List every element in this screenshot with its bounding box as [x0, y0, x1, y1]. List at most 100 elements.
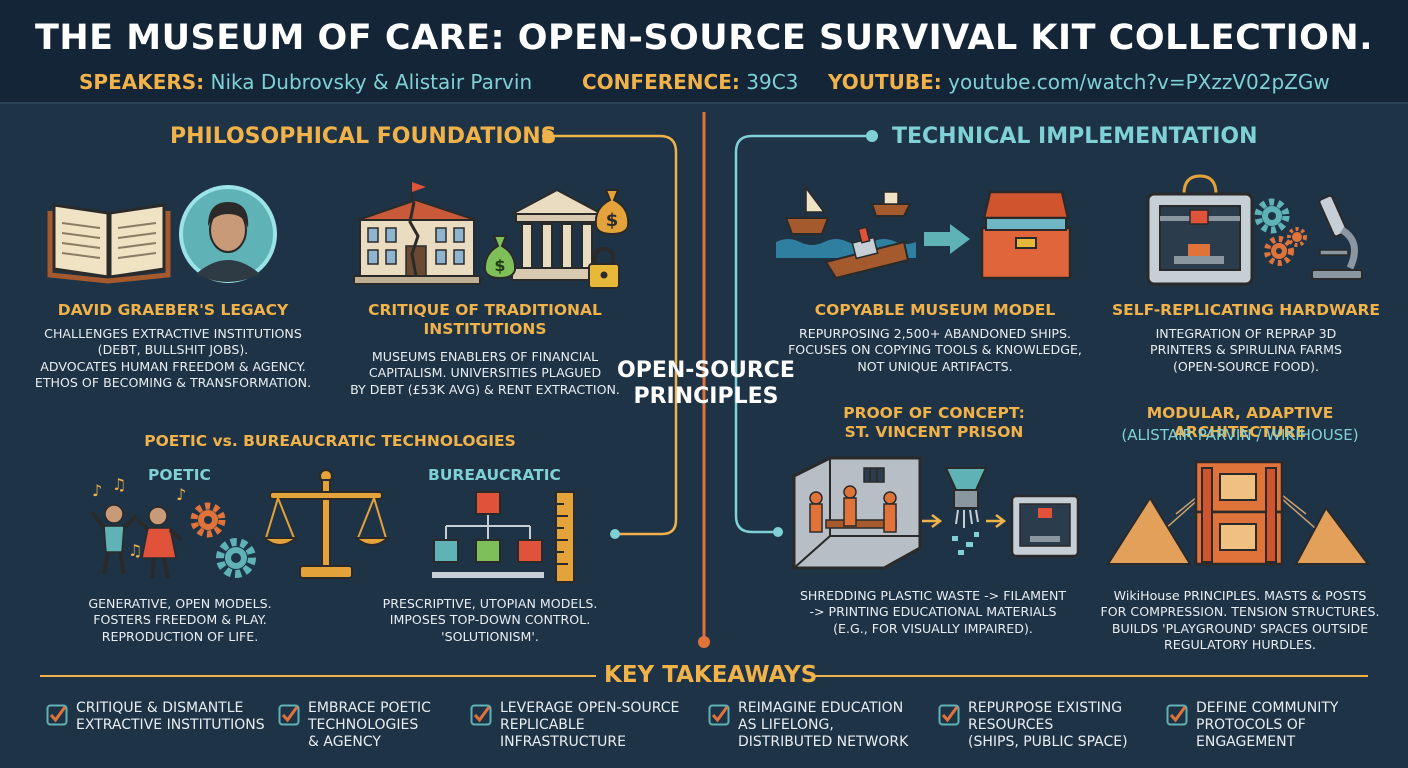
- gear-icon: [1287, 227, 1307, 247]
- svg-text:♫: ♫: [112, 475, 126, 494]
- ships-icon: [776, 185, 916, 280]
- book-icon: [47, 203, 171, 284]
- toolbox-icon: [980, 190, 1072, 280]
- center-label-line: OPEN-SOURCE: [617, 358, 795, 383]
- takeaway-text: EMBRACE POETIC TECHNOLOGIES & AGENCY: [308, 700, 431, 750]
- takeaway-line: DEFINE COMMUNITY: [1196, 700, 1339, 716]
- architecture-line: REGULATORY HURDLES.: [1164, 637, 1316, 653]
- prison-line: -> PRINTING EDUCATIONAL MATERIALS: [809, 604, 1057, 620]
- poetic-label: POETIC: [148, 466, 211, 484]
- architecture-line: BUILDS 'PLAYGROUND' SPACES OUTSIDE: [1111, 620, 1369, 636]
- takeaway-line: ENGAGEMENT: [1196, 733, 1296, 750]
- architecture-subtitle: (ALISTAIR PARVIN / WIKIHOUSE): [1121, 426, 1359, 444]
- takeaway-text: CRITIQUE & DISMANTLE EXTRACTIVE INSTITUT…: [76, 700, 265, 734]
- portrait-icon: [179, 185, 277, 283]
- conference-line: CONFERENCE: 39C3: [582, 70, 798, 94]
- svg-text:$: $: [494, 256, 505, 275]
- poetic-vs-title: POETIC vs. BUREAUCRATIC TECHNOLOGIES: [144, 432, 516, 450]
- shredder-icon: [944, 467, 988, 555]
- speakers-value: Nika Dubrovsky & Alistair Parvin: [210, 70, 533, 94]
- takeaway-item: DEFINE COMMUNITY PROTOCOLS OF ENGAGEMENT: [1166, 700, 1366, 760]
- takeaway-line: EMBRACE POETIC: [308, 700, 431, 716]
- ruler-icon: [555, 491, 575, 583]
- open-source-principles-label: OPEN-SOURCE PRINCIPLES: [608, 358, 804, 411]
- poetic-text: GENERATIVE, OPEN MODELS. FOSTERS FREEDOM…: [62, 596, 298, 645]
- poetic-line: GENERATIVE, OPEN MODELS.: [88, 596, 272, 611]
- critique-title-line: INSTITUTIONS: [423, 319, 547, 338]
- takeaway-line: RESOURCES: [968, 716, 1054, 733]
- graeber-line: CHALLENGES EXTRACTIVE INSTITUTIONS: [44, 326, 302, 341]
- takeaway-item: LEVERAGE OPEN-SOURCE REPLICABLE INFRASTR…: [470, 700, 690, 760]
- prison-text: SHREDDING PLASTIC WASTE -> FILAMENT -> P…: [778, 588, 1088, 637]
- takeaway-line: INFRASTRUCTURE: [500, 733, 626, 750]
- checkbox-icon: [1166, 704, 1188, 726]
- graeber-line: ADVOCATES HUMAN FREEDOM & AGENCY.: [40, 358, 306, 374]
- takeaway-line: LEVERAGE OPEN-SOURCE: [500, 700, 680, 716]
- takeaway-text: REPURPOSE EXISTING RESOURCES (SHIPS, PUB…: [968, 700, 1128, 750]
- critique-title: CRITIQUE OF TRADITIONAL INSTITUTIONS: [340, 301, 630, 339]
- critique-line: MUSEUMS ENABLERS OF FINANCIAL: [371, 349, 599, 364]
- arrow-icon: [924, 224, 970, 254]
- bureaucratic-line: IMPOSES TOP-DOWN CONTROL.: [389, 612, 591, 628]
- prison-title-line: ST. VINCENT PRISON: [844, 422, 1024, 441]
- takeaway-item: REPURPOSE EXISTING RESOURCES (SHIPS, PUB…: [938, 700, 1148, 760]
- philosophical-title: PHILOSOPHICAL FOUNDATIONS: [170, 124, 557, 149]
- conference-label: CONFERENCE:: [582, 70, 740, 94]
- page-title: THE MUSEUM OF CARE: OPEN-SOURCE SURVIVAL…: [34, 18, 1374, 58]
- bureaucratic-text: PRESCRIPTIVE, UTOPIAN MODELS. IMPOSES TO…: [360, 596, 620, 645]
- poetic-line: FOSTERS FREEDOM & PLAY.: [93, 612, 267, 628]
- checkbox-icon: [470, 704, 492, 726]
- prison-line: SHREDDING PLASTIC WASTE -> FILAMENT: [799, 588, 1067, 603]
- takeaway-item: REIMAGINE EDUCATION AS LIFELONG, DISTRIB…: [708, 700, 924, 760]
- gear-icon: [216, 538, 256, 578]
- takeaway-line: DISTRIBUTED NETWORK: [738, 733, 909, 750]
- museum-model-line: REPURPOSING 2,500+ ABANDONED SHIPS.: [798, 326, 1072, 341]
- technical-title: TECHNICAL IMPLEMENTATION: [892, 124, 1258, 149]
- svg-text:♫: ♫: [128, 541, 142, 560]
- critique-line: CAPITALISM. UNIVERSITIES PLAGUED: [368, 365, 602, 381]
- money-bag-icon: $: [483, 235, 517, 280]
- arrow-icon: [922, 514, 943, 528]
- prison-title-line: PROOF OF CONCEPT:: [843, 404, 1025, 422]
- gear-icon: [190, 502, 226, 538]
- cracked-building-icon: [353, 182, 481, 285]
- takeaway-item: EMBRACE POETIC TECHNOLOGIES & AGENCY: [278, 700, 458, 760]
- speakers-label: SPEAKERS:: [79, 70, 205, 94]
- hardware-line: INTEGRATION OF REPRAP 3D: [1155, 326, 1337, 341]
- svg-text:♪: ♪: [176, 485, 186, 504]
- prison-title: PROOF OF CONCEPT: ST. VINCENT PRISON: [824, 404, 1044, 442]
- center-label-line: PRINCIPLES: [633, 384, 779, 410]
- bureaucratic-label: BUREAUCRATIC: [428, 466, 561, 484]
- architecture-line: WikiHouse PRINCIPLES. MASTS & POSTS: [1113, 588, 1367, 603]
- conference-value: 39C3: [746, 70, 799, 94]
- architecture-text: WikiHouse PRINCIPLES. MASTS & POSTS FOR …: [1082, 588, 1398, 653]
- checkbox-icon: [278, 704, 300, 726]
- takeaway-line: AS LIFELONG,: [738, 716, 834, 733]
- gear-icon: [1254, 198, 1290, 234]
- divider-end-dot: [698, 636, 710, 648]
- wikihouse-icon: [1106, 460, 1370, 566]
- hardware-line: (OPEN-SOURCE FOOD).: [1172, 358, 1320, 374]
- takeaway-line: (SHIPS, PUBLIC SPACE): [968, 733, 1128, 750]
- children-icon: ♪♫♪♫: [90, 475, 186, 579]
- takeaway-line: PROTOCOLS OF: [1196, 716, 1306, 733]
- 3d-printer-icon: [1010, 494, 1080, 558]
- poetic-line: REPRODUCTION OF LIFE.: [101, 628, 259, 644]
- prison-note: (e.g., for visually impaired).: [833, 620, 1033, 636]
- takeaway-text: DEFINE COMMUNITY PROTOCOLS OF ENGAGEMENT: [1196, 700, 1338, 750]
- bureaucratic-line: 'SOLUTIONISM'.: [441, 628, 539, 644]
- scales-icon: [261, 469, 391, 579]
- graeber-line: (DEBT, BULLSHIT JOBS).: [97, 342, 249, 358]
- checkbox-icon: [708, 704, 730, 726]
- takeaway-text: REIMAGINE EDUCATION AS LIFELONG, DISTRIB…: [738, 700, 908, 750]
- youtube-link[interactable]: youtube.com/watch?v=PXzzV02pZGw: [948, 70, 1330, 94]
- graeber-title: DAVID GRAEBER'S LEGACY: [57, 301, 289, 319]
- padlock-icon: [588, 246, 620, 289]
- youtube-line: YOUTUBE: youtube.com/watch?v=PXzzV02pZGw: [828, 70, 1330, 94]
- checkbox-icon: [46, 704, 68, 726]
- microscope-icon: [1311, 194, 1363, 280]
- museum-model-text: REPURPOSING 2,500+ ABANDONED SHIPS. FOCU…: [768, 326, 1102, 375]
- critique-text: MUSEUMS ENABLERS OF FINANCIAL CAPITALISM…: [336, 349, 634, 398]
- hardware-line: PRINTERS & SPIRULINA FARMS: [1149, 342, 1343, 358]
- hardware-title: SELF-REPLICATING HARDWARE: [1112, 301, 1380, 319]
